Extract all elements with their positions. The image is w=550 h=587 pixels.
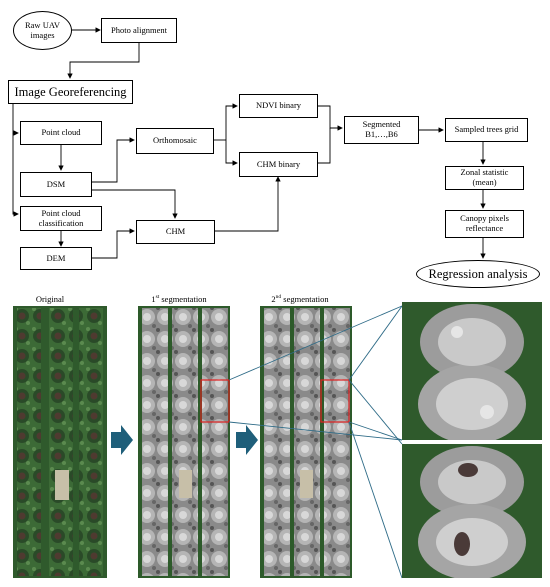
right-arrow-icon <box>111 425 133 455</box>
image-georeferencing-node: Image Georeferencing <box>8 80 133 104</box>
zonal-statistic-node: Zonal statistic (mean) <box>445 166 524 190</box>
first-segmentation-label: 1st segmentation <box>151 294 207 304</box>
point-cloud-node: Point cloud <box>20 121 102 145</box>
original-label: Original <box>35 294 65 304</box>
dem-node: DEM <box>20 247 92 270</box>
segmented-node: Segmented B1,…,B6 <box>344 116 419 144</box>
orthomosaic-node: Orthomosaic <box>136 128 214 154</box>
zoom-first-segmentation-image <box>402 302 542 440</box>
raw-uav-images-node: Raw UAV images <box>13 11 72 50</box>
regression-analysis-node: Regression analysis <box>416 260 540 288</box>
second-segmentation-label: 2nd segmentation <box>271 294 329 304</box>
highlight-box-2 <box>320 379 350 423</box>
second-segmentation-image <box>260 306 352 578</box>
sampled-trees-grid-node: Sampled trees grid <box>445 118 528 142</box>
first-segmentation-image <box>138 306 230 578</box>
original-orthomosaic-image <box>13 306 107 578</box>
highlight-box-1 <box>200 379 230 423</box>
canopy-pixels-reflectance-node: Canopy pixels reflectance <box>445 210 524 238</box>
chm-binary-node: CHM binary <box>239 152 318 177</box>
flowchart-connectors <box>12 27 486 259</box>
point-cloud-classification-node: Point cloud classification <box>20 206 102 231</box>
ndvi-binary-node: NDVI binary <box>239 94 318 118</box>
dsm-node: DSM <box>20 172 92 197</box>
zoom-second-segmentation-image <box>402 444 542 578</box>
photo-alignment-node: Photo alignment <box>101 18 177 43</box>
chm-node: CHM <box>136 220 215 244</box>
right-arrow-icon <box>236 425 258 455</box>
